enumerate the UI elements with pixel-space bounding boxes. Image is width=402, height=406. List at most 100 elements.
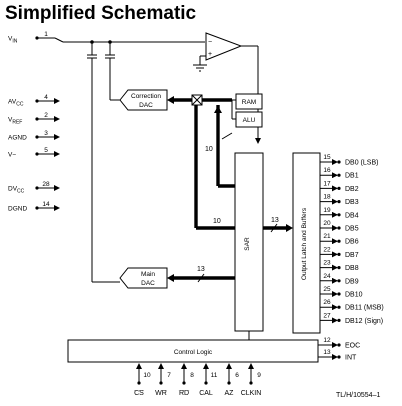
pin-number: 15 xyxy=(323,154,331,161)
pin-number: 6 xyxy=(235,372,239,379)
pin-number: 1 xyxy=(44,31,48,38)
pin-number: 28 xyxy=(42,181,50,188)
pin-number: 13 xyxy=(323,349,331,356)
pin-number: 3 xyxy=(44,130,48,137)
block-label: Correction xyxy=(131,93,161,100)
control-input-pin: 7WR xyxy=(155,363,171,397)
pin-signal-name: AVCC xyxy=(8,99,24,108)
bus-width-label: 10 xyxy=(205,146,213,153)
block-label: SAR xyxy=(244,237,251,251)
left-pin: AVCC 4 xyxy=(8,94,60,108)
input-switch xyxy=(54,37,205,43)
block-label: Output Latch and Buffers xyxy=(301,207,308,280)
block-label: DAC xyxy=(141,280,155,287)
pin-signal-name: DGND xyxy=(8,206,27,213)
svg-text:−: − xyxy=(208,39,212,46)
pin-number: 12 xyxy=(323,337,331,344)
pin-number: 24 xyxy=(323,273,331,280)
pin-signal-name: DB7 xyxy=(345,252,359,259)
capacitor-correction xyxy=(105,40,120,101)
pin-signal-name: CAL xyxy=(199,390,213,397)
pin-number: 10 xyxy=(143,372,151,379)
control-input-pin: 8RD xyxy=(179,363,194,397)
pin-signal-name: EOC xyxy=(345,343,360,350)
pin-number: 2 xyxy=(44,112,48,119)
pin-signal-name: DB4 xyxy=(345,212,359,219)
diagram-title: Simplified Schematic xyxy=(5,3,197,24)
left-pin: V− 5 xyxy=(8,147,60,159)
left-pin: AGND 3 xyxy=(8,130,60,142)
pin-number: 5 xyxy=(44,147,48,154)
pin-signal-name: DB1 xyxy=(345,173,359,180)
mux-crossbar xyxy=(191,94,203,106)
control-logic-block: Control Logic xyxy=(67,339,319,363)
pin-number: 8 xyxy=(190,372,194,379)
pin-signal-name: CLKIN xyxy=(241,390,262,397)
pin-number: 21 xyxy=(323,233,331,240)
pin-signal-name: INT xyxy=(345,355,357,362)
pin-number: 25 xyxy=(323,286,331,293)
pin-number: 23 xyxy=(323,260,331,267)
pin-signal-name: V− xyxy=(8,152,16,159)
pin-number: 11 xyxy=(211,372,218,379)
block-label: ALU xyxy=(243,117,256,124)
pin-number: 18 xyxy=(323,194,331,201)
pin-signal-name: VIN xyxy=(8,36,18,45)
pin-number: 4 xyxy=(44,94,48,101)
pin-signal-name: DB6 xyxy=(345,239,359,246)
bus-width-label: 13 xyxy=(197,266,205,273)
control-input-pin: 6AZ xyxy=(225,363,239,397)
pin-signal-name: AZ xyxy=(225,390,235,397)
pin-number: 27 xyxy=(323,312,331,319)
pin-signal-name: DB8 xyxy=(345,265,359,272)
pin-number: 17 xyxy=(323,180,331,187)
pin-signal-name: DB9 xyxy=(345,278,359,285)
block-label: RAM xyxy=(242,99,256,106)
svg-text:+: + xyxy=(208,51,212,58)
main-dac-block: Main DAC xyxy=(119,267,168,289)
reference-code: TL/H/10554–1 xyxy=(336,392,380,399)
pin-number: 26 xyxy=(323,299,331,306)
output-latch-block: Output Latch and Buffers xyxy=(292,152,321,334)
pin-signal-name: DB0 (LSB) xyxy=(345,160,378,167)
pin-number: 22 xyxy=(323,246,331,253)
pin-signal-name: CS xyxy=(134,390,144,397)
pin-number: 16 xyxy=(323,167,331,174)
pin-signal-name: DB11 (MSB) xyxy=(345,305,384,312)
pin-number: 7 xyxy=(167,372,171,379)
sar-block: SAR xyxy=(234,152,264,332)
block-label: Main xyxy=(141,271,155,278)
pin-signal-name: DB3 xyxy=(345,199,359,206)
ram-block: RAM xyxy=(235,93,263,110)
pin-signal-name: DVCC xyxy=(8,186,25,195)
left-pin: DVCC 28 xyxy=(8,181,60,195)
pin-number: 20 xyxy=(323,220,331,227)
correction-dac-block: Correction DAC xyxy=(119,89,168,111)
block-label: DAC xyxy=(139,102,153,109)
bus-width-label: 13 xyxy=(271,217,279,224)
pin-signal-name: WR xyxy=(155,390,167,397)
capacitor-main xyxy=(87,40,120,283)
pin-signal-name: AGND xyxy=(8,135,27,142)
pin-signal-name: DB12 (Sign) xyxy=(345,318,383,325)
pin-signal-name: DB10 xyxy=(345,292,363,299)
